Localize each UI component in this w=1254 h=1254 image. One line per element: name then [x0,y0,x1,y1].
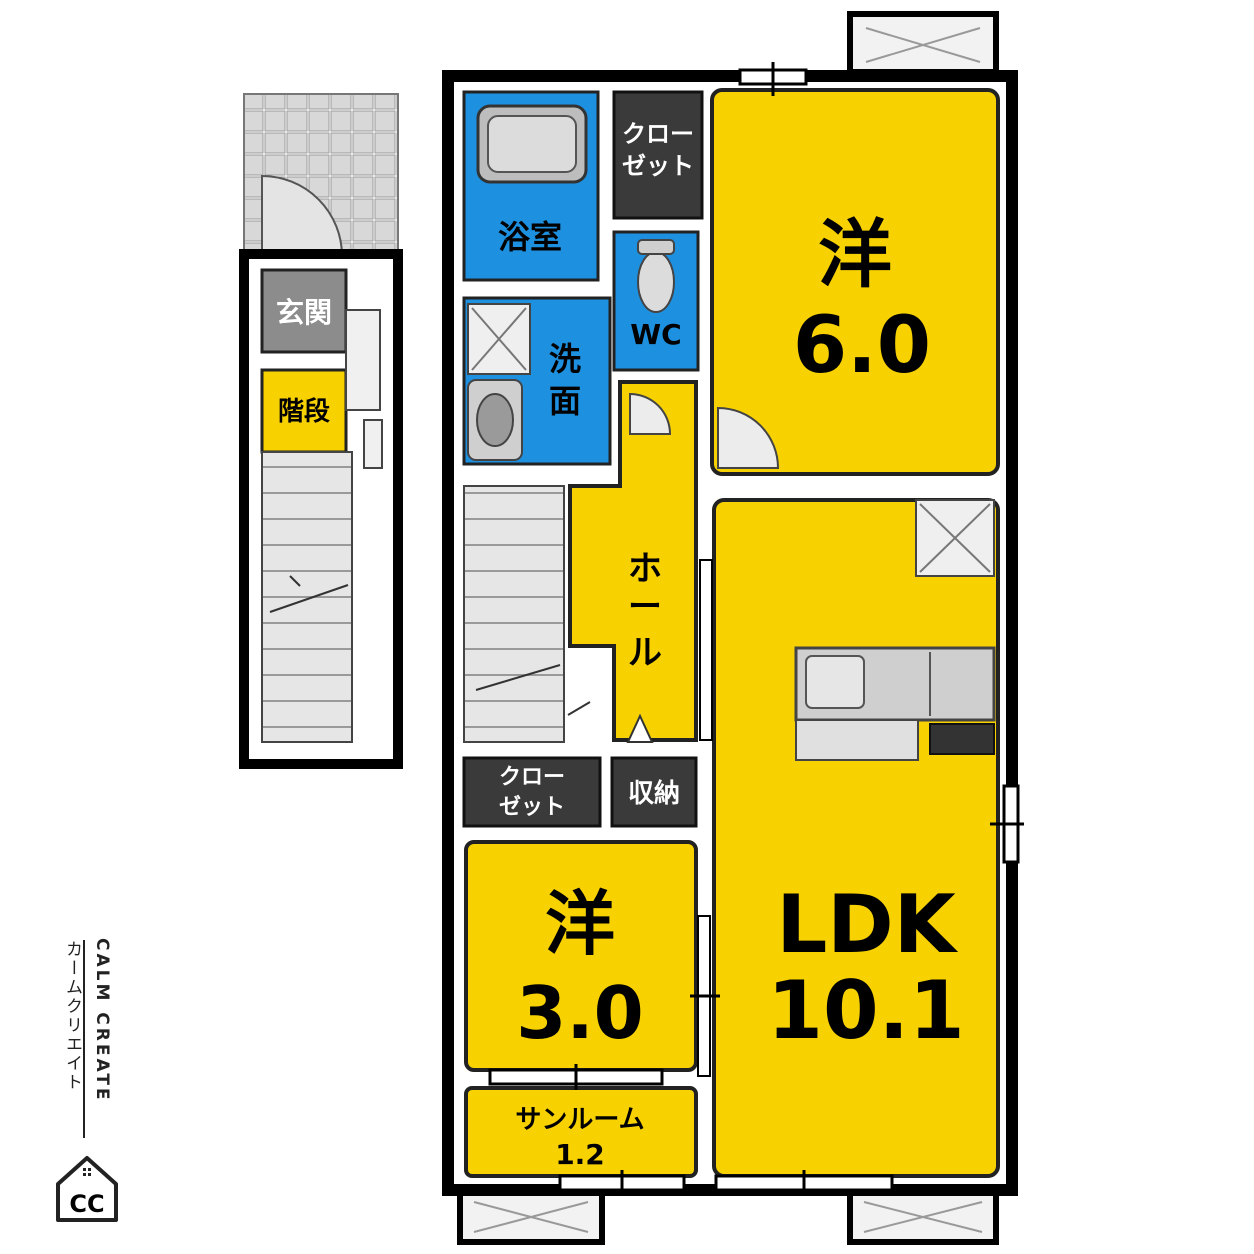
annex-structure [239,93,403,769]
toilet [637,251,675,313]
western-room-6-name: 洋 [818,212,892,298]
brand-name-ja: カームクリエイト [62,940,82,1092]
ldk-room [712,498,1000,1178]
entrance-room [260,268,348,354]
western-room-3-size: 3.0 [516,971,644,1055]
brand-name-en: CALM CREATE [92,938,112,1103]
western-room-6 [710,88,1000,476]
house-logo-icon: CC [56,1156,118,1222]
windows [488,62,1024,1196]
brand-divider [83,940,85,1138]
closet-top-label-1: クロー [622,120,694,148]
bath-label: 浴室 [498,218,562,256]
western-room-6-size: 6.0 [793,301,931,391]
ldk-size: 10.1 [767,964,964,1057]
main-stairs [463,485,565,743]
kitchen-sink [805,655,865,709]
entrance-door-swing [261,174,344,257]
closet-bottom-label-1: クロー [499,765,565,790]
stairs-label: 階段 [278,396,330,427]
hall-label-1: ホ [628,549,662,589]
washroom-label-2: 面 [549,382,581,420]
closet-bottom-label-2: ゼット [499,795,565,820]
logo-letters: CC [69,1190,104,1218]
hall [568,380,698,742]
balconies [457,11,999,1245]
ldk-name: LDK [776,878,958,971]
closet-bottom [462,756,602,828]
storage [610,756,698,828]
wc-label: WC [630,318,681,351]
hall-label-2: ー [628,587,662,627]
sunroom-size: 1.2 [555,1138,605,1171]
storage-label: 収納 [628,778,680,809]
sunroom-name: サンルーム [515,1105,644,1135]
annex-stairs [261,451,353,743]
western-room-3-name: 洋 [545,883,615,965]
stairs-landing [260,368,348,454]
closet-top-label-2: ゼット [622,152,694,180]
closet-top [612,90,704,220]
washroom-label-1: 洗 [549,340,581,378]
western-room-6-door-swing [717,406,780,469]
entrance-label: 玄関 [276,296,332,329]
hall-label-3: ル [628,633,662,673]
